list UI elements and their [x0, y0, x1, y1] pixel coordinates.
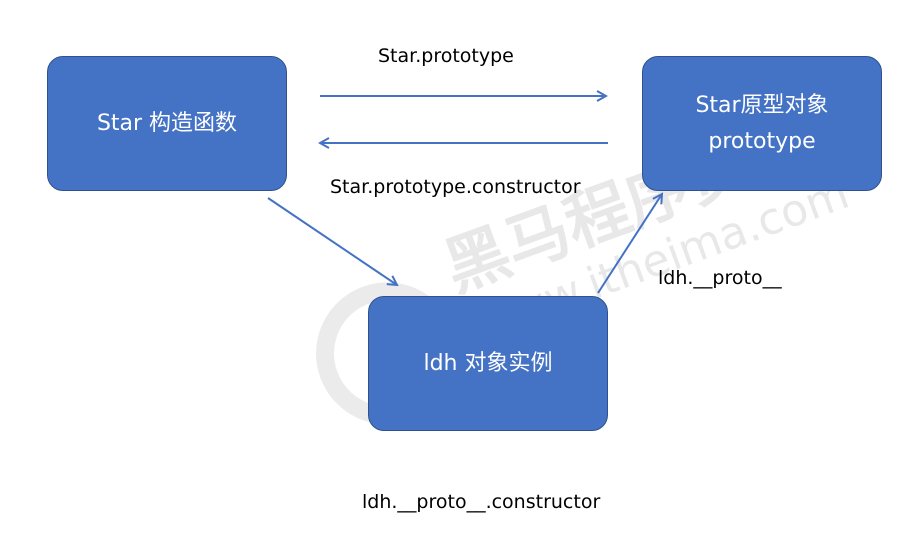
edge-label-ldh-proto: ldh.__proto__	[658, 267, 782, 289]
node-star-constructor: Star 构造函数	[47, 56, 287, 191]
edge-label-constructor: Star.prototype.constructor	[330, 176, 581, 198]
node-ldh-instance: ldh 对象实例	[368, 296, 608, 431]
node-star-constructor-label: Star 构造函数	[96, 110, 238, 136]
arrow-new-instance	[267, 197, 397, 285]
node-ldh-instance-label: ldh 对象实例	[423, 350, 553, 376]
node-star-prototype-label-line1: Star原型对象	[695, 92, 829, 118]
edge-label-ldh-constructor: ldh.__proto__.constructor	[362, 491, 601, 513]
arrow-ldh-proto	[597, 194, 662, 294]
edge-label-prototype: Star.prototype	[378, 45, 514, 67]
node-star-prototype-label-line2: prototype	[708, 128, 816, 154]
node-star-prototype: Star原型对象 prototype	[642, 56, 882, 191]
